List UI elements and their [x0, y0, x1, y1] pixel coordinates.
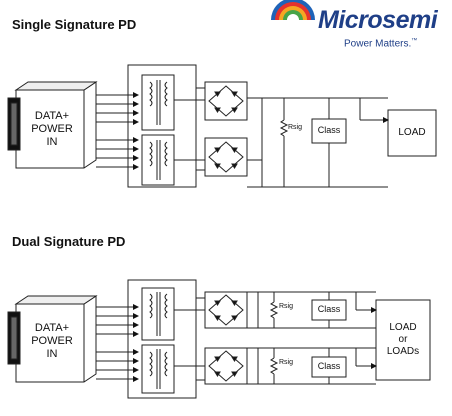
dual-data-lines: [96, 304, 139, 382]
dual-load-line-1: LOAD: [389, 322, 417, 333]
dual-magnetics: [127, 279, 197, 399]
dual-source-line-1: DATA+: [34, 322, 70, 334]
single-rsig-resistor: [279, 98, 289, 187]
dual-bridge-top: [204, 291, 248, 329]
dual-load-line-2: or: [398, 334, 408, 345]
dual-bridge-bottom: [204, 347, 248, 385]
dual-rsig-resistor-bottom: [269, 348, 279, 384]
single-load-label: LOAD: [398, 127, 426, 138]
dual-source-line-2: POWER: [31, 335, 73, 347]
dual-load-line-3: LOADs: [386, 346, 420, 357]
dual-load-box: [375, 299, 431, 381]
logo-tagline-text: Power Matters.: [344, 38, 412, 50]
single-source-box: [7, 81, 98, 169]
single-signature-diagram: [7, 64, 437, 188]
single-data-lines: [96, 92, 139, 170]
dual-class-label-bottom: Class: [317, 361, 341, 371]
single-source-line-1: DATA+: [34, 110, 70, 122]
single-bridge-bottom: [204, 137, 248, 177]
single-source-label: DATA+ POWER IN: [22, 110, 82, 149]
dual-rsig-resistor-top: [269, 292, 279, 328]
dual-source-box: [7, 295, 98, 383]
dual-signature-title: Dual Signature PD: [12, 234, 126, 249]
dual-source-label: DATA+ POWER IN: [22, 322, 82, 361]
single-source-line-2: POWER: [31, 123, 73, 135]
dual-rsig-label-bottom: Rsig: [279, 359, 294, 366]
dual-class-label-top: Class: [317, 304, 341, 314]
single-bridge-top: [204, 81, 248, 121]
single-signature-title: Single Signature PD: [12, 17, 137, 32]
dual-rsig-label-top: Rsig: [279, 303, 294, 310]
single-source-line-3: IN: [46, 136, 58, 148]
microsemi-logo-text: Microsemi: [318, 6, 438, 34]
logo-tagline: Power Matters.™: [344, 38, 417, 49]
single-class-label: Class: [317, 125, 341, 135]
dual-source-line-3: IN: [46, 348, 58, 360]
dual-signature-diagram: [7, 279, 431, 399]
dual-load-label: LOAD or LOADs: [376, 322, 430, 358]
microsemi-logo-icon: [271, 0, 315, 20]
single-magnetics: [127, 64, 197, 188]
single-rsig-label: Rsig: [288, 124, 303, 131]
single-load-box: [387, 109, 437, 157]
trademark-symbol: ™: [411, 38, 418, 44]
